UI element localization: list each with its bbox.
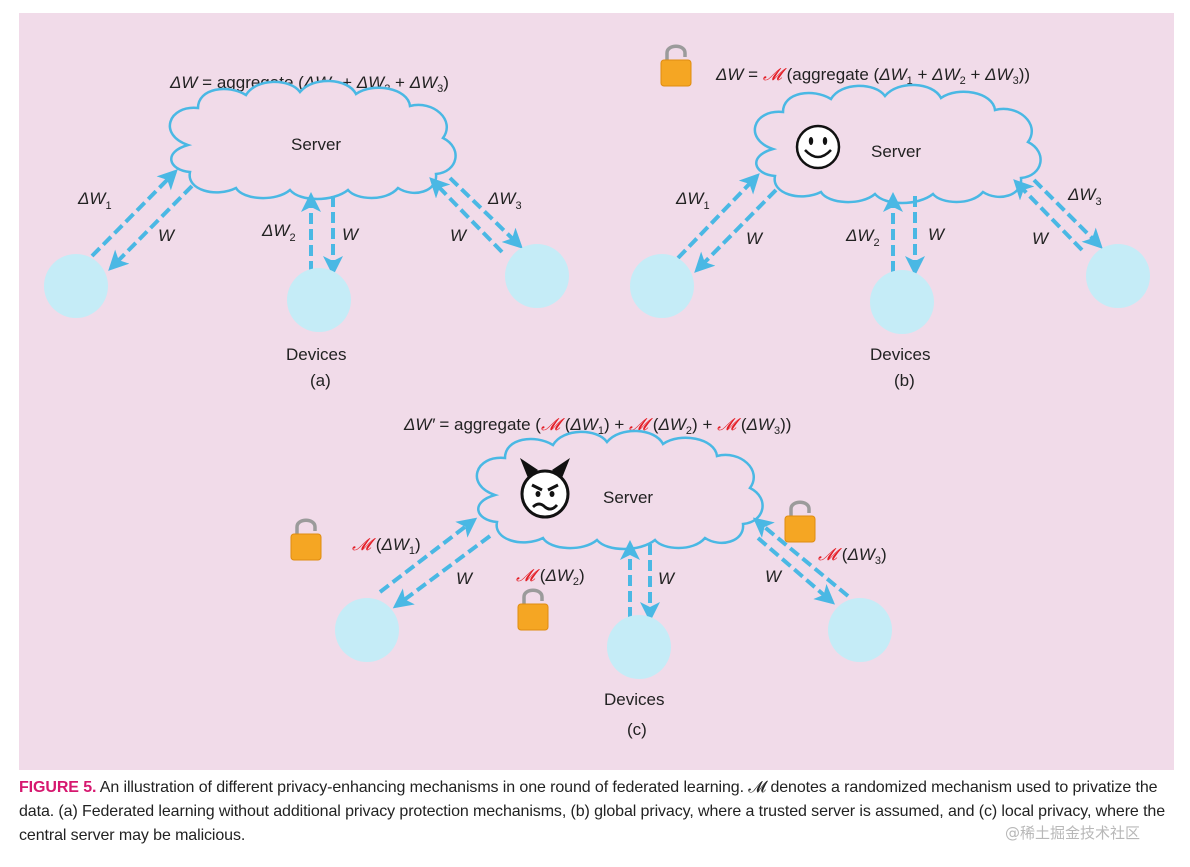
left-upload-label: ΔW1: [77, 189, 112, 212]
right-upload-label: ΔW3: [1067, 185, 1102, 208]
download-arrow-right: [756, 536, 836, 605]
left-download-label: W: [746, 229, 764, 248]
panel-b-label: (b): [894, 371, 915, 390]
watermark: @稀土掘金技术社区: [1005, 824, 1141, 842]
figure-caption: FIGURE 5. An illustration of different p…: [19, 776, 1174, 848]
upload-arrow-left: [676, 173, 760, 260]
server-label: Server: [871, 142, 921, 161]
device-middle: [607, 615, 671, 679]
right-download-label: W: [1032, 229, 1050, 248]
panel-c-label: (c): [627, 720, 647, 739]
devices-label: Devices: [286, 345, 346, 364]
upload-arrow-left: [378, 517, 478, 594]
caption-label: FIGURE 5.: [19, 779, 97, 796]
panel-a: ΔW = aggregate (ΔW1 + ΔW2 + ΔW3) Server …: [44, 73, 569, 390]
panel-b-formula: ΔW = 𝓜 (aggregate (ΔW1 + ΔW2 + ΔW3)): [715, 65, 1030, 87]
panel-b: ΔW = 𝓜 (aggregate (ΔW1 + ΔW2 + ΔW3)) Ser…: [630, 44, 1150, 390]
middle-upload-label: ΔW2: [261, 221, 296, 244]
server-label: Server: [291, 135, 341, 154]
devices-label: Devices: [870, 345, 930, 364]
middle-upload-label: ΔW2: [845, 226, 880, 249]
upload-arrow-right: [752, 517, 850, 598]
right-upload-label: 𝓜 (ΔW3): [818, 545, 887, 567]
middle-download-label: W: [658, 569, 676, 588]
device-middle: [287, 268, 351, 332]
middle-download-label: W: [928, 225, 946, 244]
devices-label: Devices: [604, 690, 664, 709]
left-download-label: W: [158, 226, 176, 245]
panel-c: ΔW′ = aggregate (𝓜 (ΔW1) + 𝓜 (ΔW2) + 𝓜 (…: [289, 415, 892, 739]
device-middle: [870, 270, 934, 334]
device-left: [630, 254, 694, 318]
download-arrow-left: [694, 188, 778, 273]
left-download-label: W: [456, 569, 474, 588]
caption-text: An illustration of different privacy-enh…: [19, 779, 1166, 844]
right-download-label: W: [450, 226, 468, 245]
device-right: [1086, 244, 1150, 308]
right-upload-label: ΔW3: [487, 189, 522, 212]
server-label: Server: [603, 488, 653, 507]
device-right: [828, 598, 892, 662]
device-left: [44, 254, 108, 318]
panel-c-formula: ΔW′ = aggregate (𝓜 (ΔW1) + 𝓜 (ΔW2) + 𝓜 (…: [403, 415, 791, 437]
left-upload-label: ΔW1: [675, 189, 710, 212]
device-right: [505, 244, 569, 308]
device-left: [335, 598, 399, 662]
left-upload-label: 𝓜 (ΔW1): [352, 535, 421, 557]
smiley-face-icon: [795, 124, 841, 170]
middle-upload-label: 𝓜 (ΔW2): [516, 566, 585, 588]
devil-face-icon: [520, 458, 570, 519]
download-arrow-left: [108, 184, 194, 271]
panel-a-label: (a): [310, 371, 331, 390]
download-arrow-right: [448, 176, 523, 249]
upload-arrow-right: [429, 177, 504, 254]
download-arrow-left: [392, 534, 492, 609]
upload-arrow-left: [90, 169, 178, 258]
middle-download-label: W: [342, 225, 360, 244]
right-download-label: W: [765, 567, 783, 586]
